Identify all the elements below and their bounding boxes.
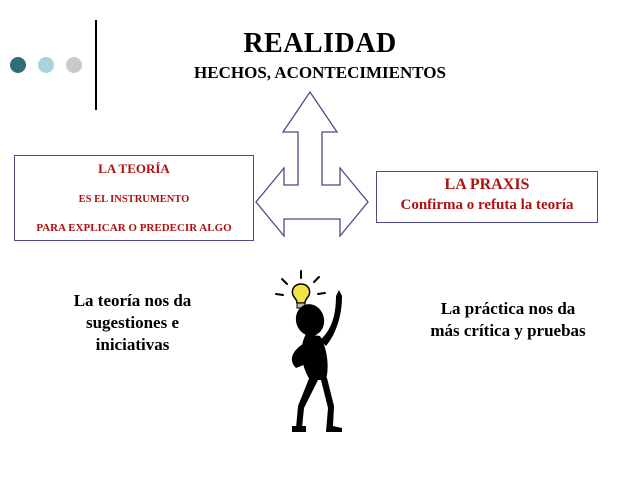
praxis-description-line-1: La práctica nos da	[440, 299, 576, 318]
teoria-description: La teoría nos da sugestiones e iniciativ…	[50, 290, 215, 356]
teoria-title: LA TEORÍA	[98, 161, 170, 176]
dot-light	[38, 57, 54, 73]
page-title: REALIDAD	[243, 28, 397, 59]
praxis-description-line-2: más crítica y pruebas	[430, 321, 586, 340]
teoria-description-line-1: La teoría nos da	[73, 291, 192, 310]
figure-head	[295, 304, 325, 336]
teoria-box: LA TEORÍA ES EL INSTRUMENTO PARA EXPLICA…	[14, 155, 254, 241]
praxis-title: LA PRAXIS	[444, 176, 530, 193]
dot-dark	[10, 57, 26, 73]
page-subtitle: HECHOS, ACONTECIMIENTOS	[194, 63, 446, 82]
figure-left-leg	[296, 376, 318, 428]
figure-right-leg	[320, 376, 342, 432]
figure-bent-arm	[291, 342, 310, 368]
figure-left-foot	[292, 426, 306, 432]
teoria-line-1: ES EL INSTRUMENTO	[78, 194, 190, 205]
arrow-shape	[255, 90, 369, 238]
praxis-box: LA PRAXIS Confirma o refuta la teoría	[376, 171, 598, 223]
teoria-description-line-3: iniciativas	[95, 335, 170, 354]
lightbulb-icon	[291, 283, 311, 309]
praxis-description: La práctica nos da más crítica y pruebas	[408, 298, 608, 342]
praxis-line-1: Confirma o refuta la teoría	[400, 197, 574, 213]
decorative-dots	[10, 57, 90, 77]
figure-raised-arm	[320, 290, 342, 346]
teoria-description-line-2: sugestiones e	[85, 313, 180, 332]
dot-gray	[66, 57, 82, 73]
lightbulb-rays	[275, 270, 326, 296]
teoria-line-2: PARA EXPLICAR O PREDECIR ALGO	[36, 222, 232, 234]
decorative-vertical-line	[95, 20, 97, 110]
thinking-stick-figure-icon	[275, 270, 342, 432]
figure-body	[301, 334, 328, 380]
